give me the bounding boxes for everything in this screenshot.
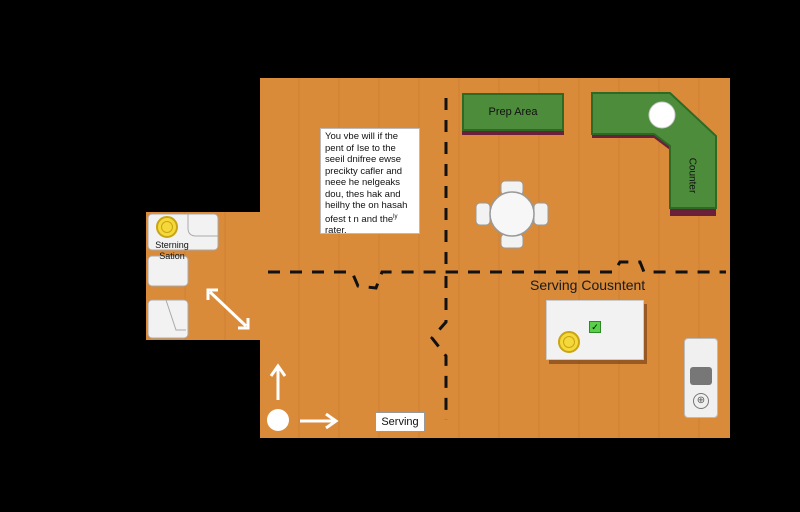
appliance-screen bbox=[690, 367, 712, 385]
serving-counter-title: Serving Cousntent bbox=[530, 277, 646, 293]
station-label-line: Sterning bbox=[155, 240, 189, 250]
coin-icon[interactable] bbox=[558, 331, 580, 353]
up-arrow-icon bbox=[269, 363, 287, 400]
right-arrow-icon bbox=[300, 412, 339, 430]
station-notch bbox=[187, 214, 218, 237]
note-line: seeil dnifree ewse bbox=[325, 154, 402, 165]
appliance-dial-icon[interactable]: ⊕ bbox=[693, 393, 709, 409]
note-line: rater. bbox=[325, 225, 347, 237]
prep-area-counter[interactable]: Prep Area bbox=[462, 93, 564, 131]
zone-divider-horizontal-right bbox=[446, 260, 726, 274]
corner-counter-label: Counter bbox=[686, 157, 698, 193]
note-line: pent of Ise to the bbox=[325, 142, 396, 154]
plate-icon bbox=[648, 101, 676, 129]
note-line: neee he nelgeaks bbox=[325, 177, 401, 188]
station-bottom-detail bbox=[165, 299, 186, 331]
note-line: precikty cafler and bbox=[325, 165, 403, 177]
instruction-note: You vbe will if the pent of Ise to the s… bbox=[320, 128, 420, 237]
check-icon: ✓ bbox=[589, 321, 601, 333]
zone-divider-vertical-bottom bbox=[430, 276, 448, 420]
note-line: heilhy the on hasah bbox=[325, 200, 408, 211]
appliance-machine[interactable]: ⊕ bbox=[684, 338, 718, 418]
corner-counter bbox=[591, 92, 717, 209]
station-label: Sterning Sation bbox=[150, 240, 194, 262]
station-label-line: Sation bbox=[159, 251, 185, 261]
note-line: ofest t n and thely bbox=[325, 213, 398, 225]
zone-divider-horizontal-left bbox=[268, 270, 446, 290]
player-marker bbox=[267, 409, 289, 431]
chair-left bbox=[475, 202, 491, 226]
corner-counter-label-box[interactable]: Counter bbox=[680, 140, 704, 210]
chair-right bbox=[533, 202, 549, 226]
dining-table bbox=[489, 191, 535, 237]
diagonal-arrow-icon bbox=[206, 288, 250, 330]
prep-area-label: Prep Area bbox=[488, 106, 538, 118]
note-line: dou, thes hak and bbox=[325, 188, 401, 200]
station-coin-icon[interactable] bbox=[156, 216, 178, 238]
station-block-bottom bbox=[147, 299, 189, 339]
note-line: You vbe will if the bbox=[325, 131, 399, 142]
serving-zone-label: Serving bbox=[375, 412, 425, 432]
station-block-mid bbox=[147, 255, 189, 287]
